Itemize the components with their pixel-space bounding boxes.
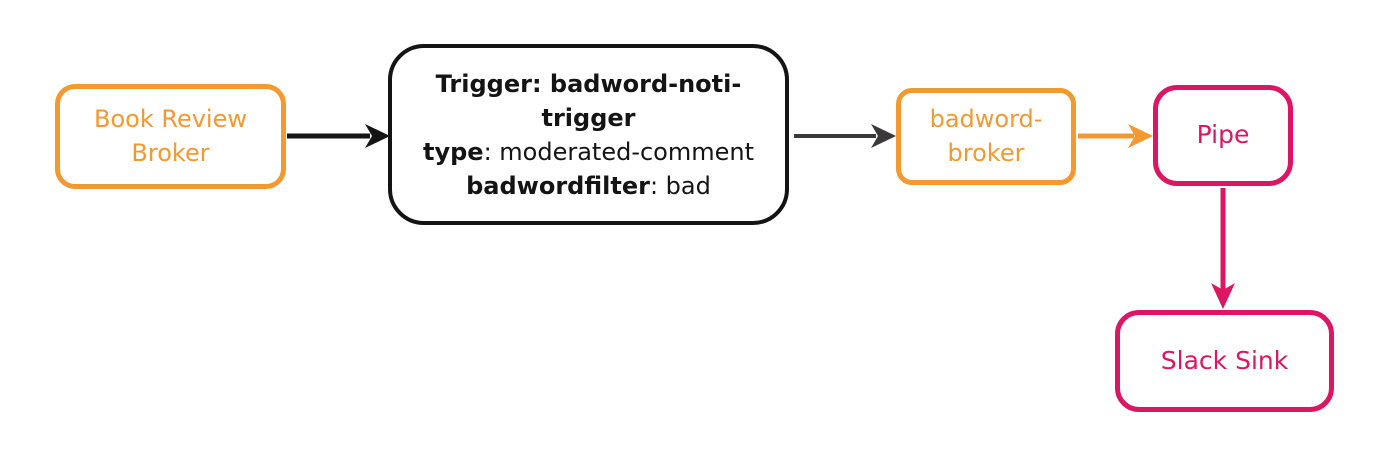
arrow-book-broker-to-trigger	[287, 124, 390, 148]
arrowhead-icon	[871, 124, 896, 148]
arrowhead-icon	[365, 124, 390, 148]
node-pipe-label: Pipe	[1196, 120, 1250, 150]
node-pipe: Pipe	[1153, 85, 1293, 186]
arrow-badword-broker-to-pipe	[1078, 124, 1153, 148]
node-badword-broker: badword-broker	[896, 88, 1076, 185]
node-book-review-broker: Book Review Broker	[55, 84, 286, 189]
node-badword-broker-label: badword-broker	[929, 105, 1043, 167]
arrowhead-icon	[1128, 124, 1153, 148]
node-slack-sink: Slack Sink	[1115, 310, 1334, 412]
node-trigger: Trigger: badword-noti-trigger type: mode…	[388, 44, 789, 225]
node-book-review-broker-label: Book Review Broker	[94, 105, 247, 167]
arrowhead-icon	[1211, 283, 1235, 309]
trigger-name-line: Trigger: badword-noti-trigger	[435, 69, 742, 132]
trigger-details: Trigger: badword-noti-trigger type: mode…	[400, 67, 777, 203]
arrow-trigger-to-badword-broker	[794, 124, 896, 148]
node-slack-sink-label: Slack Sink	[1160, 345, 1289, 375]
arrow-pipe-to-slack-sink	[1211, 188, 1235, 309]
trigger-type-line: type: moderated-comment	[422, 137, 755, 166]
trigger-filter-line: badwordfilter: bad	[466, 171, 711, 200]
